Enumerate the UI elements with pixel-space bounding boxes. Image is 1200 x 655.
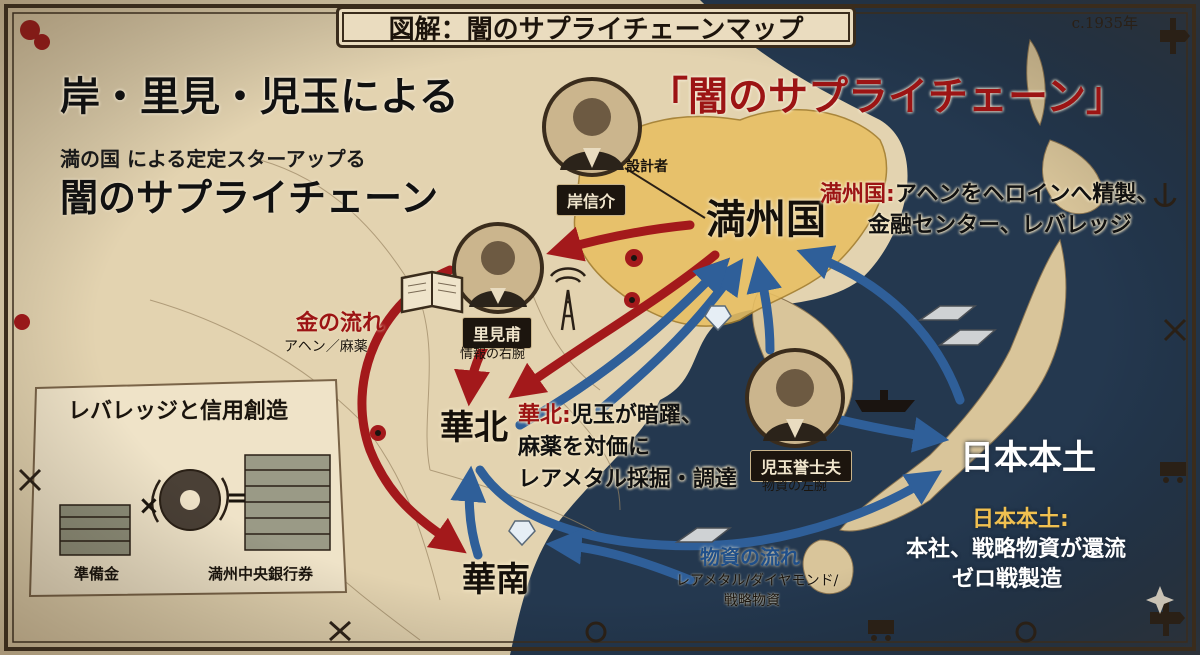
person-name-kishi: 岸信介	[556, 184, 627, 216]
headline-supply-chain: 「闇のサプライチェーン」	[648, 74, 1126, 120]
equals-sign: =	[226, 483, 248, 513]
subtitle-line1: 満の国 による定定スターアップる	[60, 147, 366, 171]
train-icon	[868, 462, 1186, 641]
leverage-title: レバレッジと信用創造	[68, 399, 289, 424]
note-japan-line2: ゼロ戦製造	[952, 567, 1063, 592]
note-manchukuo-line2: 金融センター、レバレッジ	[868, 213, 1132, 238]
banknote-label: 満州中央銀行券	[208, 565, 314, 583]
subtitle-line2: 闇のサプライチェーン	[60, 176, 439, 220]
anchor-icon	[1153, 183, 1177, 207]
gear-icon	[585, 621, 1037, 643]
airplane-icon	[1150, 18, 1190, 636]
note-north-line3: レアメタル採掘・調達	[518, 467, 737, 492]
note-japan-line1: 本社、戦略物資が還流	[906, 537, 1127, 562]
goods-flow-sub1: レアメタル/ダイヤモンド/	[676, 573, 839, 589]
note-japan-head: 日本本土:	[972, 507, 1069, 532]
note-north-china: 華北:児玉が暗躍、	[518, 403, 703, 428]
hammer-icon	[18, 318, 1187, 642]
map-title: 図解：闇のサプライチェーンマップ	[336, 6, 856, 48]
goods-flow-sub2: 戦略物資	[724, 593, 780, 609]
multiply-sign: ×	[138, 491, 160, 521]
note-manchukuo-head: 満州国:	[820, 182, 895, 207]
money-flow-sub: アヘン／麻薬	[284, 339, 368, 355]
region-japan: 日本本土	[960, 438, 1096, 478]
goods-flow-title: 物資の流れ	[700, 545, 800, 569]
region-north-china: 華北	[440, 408, 508, 448]
region-manchukuo: 満州国	[706, 197, 826, 243]
sparkle-icon	[1146, 586, 1174, 614]
person-role-kishi: 設計者	[626, 159, 668, 175]
money-flow-title: 金の流れ	[296, 311, 385, 336]
headline-people: 岸・里見・児玉による	[60, 74, 459, 120]
note-north-line1: 児玉が暗躍、	[570, 403, 703, 428]
note-north-line2: 麻薬を対価に	[518, 435, 651, 460]
region-south-china: 華南	[462, 560, 530, 600]
person-role-satomi: 情報の右腕	[460, 347, 526, 362]
person-name-satomi: 里見甫	[462, 317, 533, 349]
person-role-kodama: 物資の左腕	[762, 479, 828, 494]
note-manchukuo-line1: アヘンをヘロインへ精製、	[894, 182, 1159, 207]
note-manchukuo: 満州国:アヘンをヘロインへ精製、	[820, 182, 1159, 207]
note-north-head: 華北:	[518, 403, 571, 428]
year-label: c.1935年	[1071, 14, 1138, 32]
reserve-label: 準備金	[74, 565, 120, 583]
person-name-kodama: 児玉誉士夫	[750, 450, 853, 482]
note-japan: 日本本土:	[972, 507, 1069, 532]
